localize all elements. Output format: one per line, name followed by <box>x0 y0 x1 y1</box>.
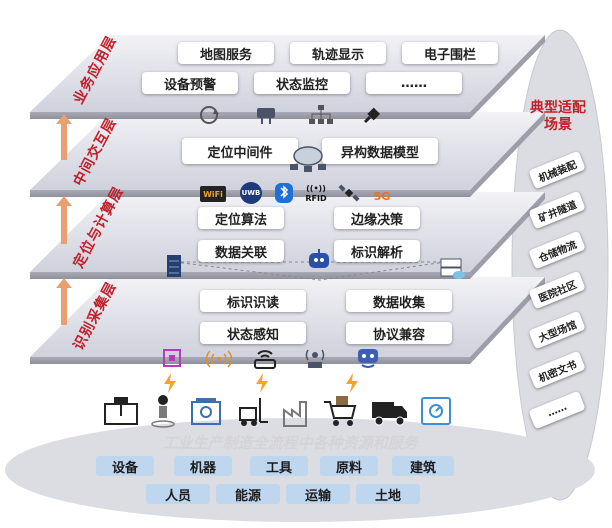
analysis-box-identifier-resolution: 标识解析 <box>334 240 420 262</box>
safe-icon <box>421 397 451 425</box>
cloud-network-icon <box>290 146 326 172</box>
analysis-box-edge-decision: 边缘决策 <box>334 207 420 229</box>
resource-chip-energy: 能源 <box>216 484 280 504</box>
resource-chip-raw-material: 原料 <box>320 456 378 476</box>
app-box-more: …… <box>366 72 462 94</box>
app-box-status-monitor: 状态监控 <box>254 72 350 94</box>
router-icon <box>257 108 275 124</box>
resource-chip-machine: 机器 <box>174 456 232 476</box>
perception-box-id-reading: 标识识读 <box>200 290 306 312</box>
app-box-map-service: 地图服务 <box>178 42 274 64</box>
interaction-box-location-middleware: 定位中间件 <box>182 138 298 164</box>
chip-scanner-icon <box>163 349 181 367</box>
resource-chip-transport: 运输 <box>286 484 350 504</box>
resource-chip-land: 土地 <box>356 484 420 504</box>
antenna-icon <box>305 349 325 368</box>
wifi-router-icon <box>254 350 276 369</box>
up-arrow-icon <box>56 196 72 244</box>
forklift-icon <box>239 398 268 426</box>
analysis-box-data-association: 数据关联 <box>198 240 284 262</box>
lightning-icon <box>256 373 268 393</box>
app-box-device-alert: 设备预警 <box>142 72 238 94</box>
machine-tool-icon <box>104 397 138 425</box>
bluetooth-icon <box>275 183 293 203</box>
up-arrow-icon <box>56 114 72 160</box>
server-icon <box>167 255 181 277</box>
lightning-icon <box>164 373 176 393</box>
analysis-box-positioning-algorithm: 定位算法 <box>198 207 284 229</box>
interaction-box-heterogeneous-model: 异构数据模型 <box>322 138 438 164</box>
resource-chip-equipment: 设备 <box>96 456 154 476</box>
wifi-icon: WiFi <box>200 186 226 202</box>
scenarios-title: 典型适配场景 <box>530 100 586 133</box>
control-panel-icon <box>191 398 221 425</box>
resource-chip-personnel: 人员 <box>146 484 210 504</box>
plug-icon <box>363 107 381 124</box>
perception-box-protocol-compat: 协议兼容 <box>346 322 452 344</box>
worker-icon <box>151 395 175 428</box>
rfid-icon: ((•))RFID <box>305 184 327 203</box>
resource-chip-tool: 工具 <box>250 456 308 476</box>
up-arrow-icon <box>56 278 72 325</box>
factory-icon <box>283 401 307 427</box>
perception-box-data-collection: 数据收集 <box>346 290 452 312</box>
truck-icon <box>372 402 407 426</box>
shopping-cart-icon <box>324 396 357 426</box>
resource-chip-building: 建筑 <box>392 456 454 476</box>
signal-waves-icon <box>206 350 232 368</box>
resources-title: 工业生产制造全流程中各种资源和服务 <box>162 434 418 452</box>
lightning-icon <box>346 373 358 393</box>
5g-icon: 5G <box>373 190 391 203</box>
satellite-icon <box>338 184 360 202</box>
app-box-geofence: 电子围栏 <box>402 42 498 64</box>
perception-box-status-sensing: 状态感知 <box>200 322 306 344</box>
refresh-icon <box>200 106 219 124</box>
cloud-device-icon <box>440 258 465 279</box>
network-topology-icon <box>309 105 333 124</box>
app-box-trajectory: 轨迹显示 <box>290 42 386 64</box>
uwb-icon: UWB <box>240 182 262 204</box>
smart-sensor-icon <box>358 349 378 368</box>
robot-icon <box>309 249 329 268</box>
